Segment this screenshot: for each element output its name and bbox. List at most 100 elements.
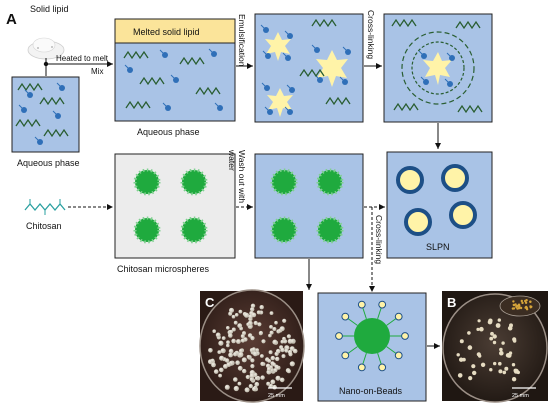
bead-particle (229, 329, 234, 334)
wash-out-label-line1: Wash out with (237, 150, 247, 203)
nanoparticle (394, 312, 403, 321)
cross-linking-top-label: Cross-linking (366, 10, 376, 59)
bead-particle (240, 334, 245, 339)
bead-particle (282, 336, 286, 341)
bead-particle (228, 352, 234, 358)
bead-particle (269, 325, 273, 329)
bead-particle (290, 339, 295, 344)
bead-particle (240, 338, 245, 343)
bead-particle (524, 301, 528, 304)
lipid-droplet (261, 82, 296, 117)
bead-particle (514, 303, 517, 306)
solid-lipid-label: Solid lipid (30, 4, 69, 14)
photo-c-petri-dish: 25 mm C (199, 289, 305, 403)
bead-particle (261, 339, 266, 344)
bead-particle (237, 323, 243, 329)
bead-particle (212, 329, 216, 334)
bead-particle (516, 370, 520, 375)
chitosan-microspheres-panel (114, 153, 236, 259)
scale-bar-c-label: 25 mm (268, 393, 285, 399)
cross-linking-bottom-label: Cross-linking (374, 215, 384, 264)
bead-particle (269, 330, 274, 335)
bead-particle (237, 381, 242, 386)
bead-particle (504, 366, 509, 371)
bead-particle (279, 377, 285, 383)
bead-particle (472, 370, 477, 376)
aqueous-phase-panel-left (11, 76, 80, 153)
bead-particle (250, 303, 256, 308)
bead-particle (280, 347, 285, 353)
bead-particle (275, 366, 280, 370)
bead-particle (270, 355, 275, 361)
bead-particle (272, 339, 278, 345)
linker-line (386, 317, 397, 326)
bead-particle (289, 361, 295, 367)
bead-particle (511, 363, 516, 367)
bead-particle (210, 358, 215, 363)
bead-particle (529, 300, 532, 303)
bead-particle (512, 300, 515, 303)
bead-particle (220, 348, 226, 353)
bead-particle (235, 360, 240, 366)
bead-particle (259, 305, 264, 310)
bead-particle (246, 322, 250, 327)
wash-out-label-line2: water (227, 149, 237, 171)
bead-particle (511, 377, 517, 382)
linker-line (377, 307, 382, 320)
bead-particle (495, 323, 501, 328)
bead-particle (250, 364, 255, 369)
nanoparticle (357, 300, 366, 309)
bead-particle (224, 358, 230, 363)
bead-particle (456, 353, 460, 357)
bead-particle (251, 312, 257, 318)
bead-particle (512, 307, 516, 310)
bead-particle (478, 354, 482, 358)
bead-particle (238, 348, 244, 353)
bead-particle (229, 307, 234, 313)
bead-particle (467, 345, 473, 350)
bead-particle (242, 368, 247, 374)
bead-particle (498, 369, 503, 374)
linker-line (362, 307, 367, 320)
photo-b-letter: B (447, 295, 456, 310)
bead-particle (267, 359, 272, 363)
bead-particle (217, 350, 222, 354)
nanoparticle (357, 363, 366, 372)
bead-particle (512, 337, 517, 342)
bead-particle (499, 347, 503, 352)
bead-particle (507, 325, 513, 331)
melted-lipid-panel (114, 18, 236, 122)
bead-particle (275, 356, 280, 362)
chitosan-molecule-icon (24, 199, 66, 215)
washed-microspheres-panel (254, 153, 364, 259)
bead-particle (506, 352, 512, 358)
bead-particle (241, 357, 247, 363)
bead-particle (245, 374, 250, 380)
scale-bar-b-label: 25 mm (512, 393, 529, 399)
bead-particle (250, 336, 255, 341)
bead-particle (488, 318, 493, 323)
linker-line (362, 352, 367, 365)
bead-particle (286, 369, 291, 374)
panel-letter-a: A (6, 11, 17, 28)
bead-particle (492, 334, 497, 339)
bead-particle (288, 352, 293, 357)
nanoparticle (378, 300, 387, 309)
bead-particle (477, 319, 481, 323)
bead-particle (529, 306, 532, 309)
bead-particle (479, 326, 484, 332)
bead-particle (286, 334, 291, 339)
bead-particle (243, 312, 250, 318)
bead-particle (493, 361, 497, 366)
bead-particle (253, 320, 258, 326)
bead-particle (274, 320, 278, 325)
bead-particle (260, 361, 265, 366)
nanoparticle (378, 363, 387, 372)
bead-particle (233, 377, 238, 382)
bead-particle (228, 348, 234, 354)
nanoparticle (401, 332, 409, 340)
bead-particle (260, 354, 264, 358)
bead-particle (489, 336, 494, 341)
bead-particle (228, 333, 233, 338)
